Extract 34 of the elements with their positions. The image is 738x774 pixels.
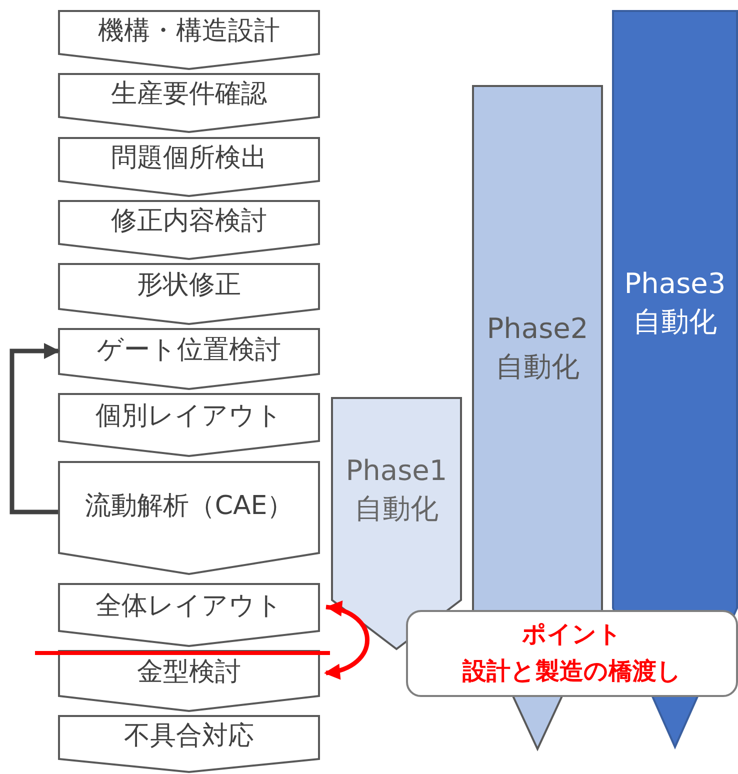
process-step-box [58,10,320,70]
step-label: 個別レイアウト [96,400,282,434]
step-label: 金型検討 [137,656,241,690]
step-label: 問題個所検出 [111,142,267,176]
step-label: 形状修正 [137,269,241,302]
process-step-box [58,583,320,647]
step-label: 流動解析（CAE） [84,490,294,524]
process-step-box [58,137,320,197]
process-step-box [58,461,320,575]
process-step-box [58,73,320,133]
callout-box [406,610,738,697]
phase-label: Phase2 [486,311,588,347]
step-label: 不具合対応 [124,720,254,754]
process-step-box [58,650,320,712]
callout-text: 設計と製造の橋渡し [462,656,682,688]
arrow [10,343,60,514]
phase-label: Phase3 [624,266,726,302]
phase-label: 自動化 [354,490,438,527]
step-label: 生産要件確認 [111,78,267,112]
process-step-box [58,393,320,457]
step-label: ゲート位置検討 [97,334,281,368]
phase-bar [331,397,462,650]
phase-label: Phase1 [346,453,448,489]
process-step-box [58,200,320,260]
step-label: 機構・構造設計 [98,15,280,48]
process-step-box [58,715,320,773]
process-step-box [58,328,320,390]
arrow [324,602,370,678]
phase-label: 自動化 [633,304,717,340]
phase-label: 自動化 [496,348,580,385]
process-step-box [58,263,320,325]
step-label: 修正内容検討 [111,205,267,238]
step-label: 全体レイアウト [96,590,282,624]
callout-text: ポイント [522,619,622,650]
